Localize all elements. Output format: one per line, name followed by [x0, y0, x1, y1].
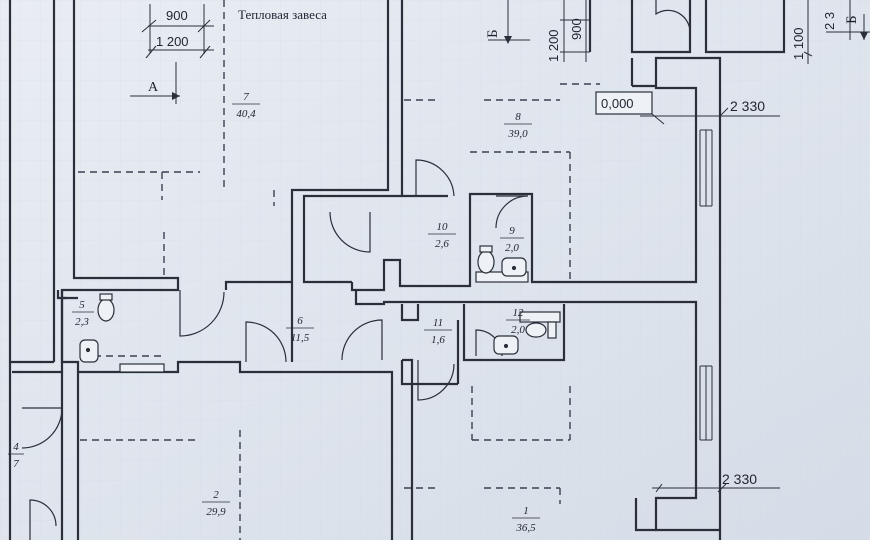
dim-1200: 1 200	[156, 34, 189, 49]
dim-1200-vertical: 1 200	[546, 29, 561, 62]
room-5-number: 5	[79, 299, 85, 311]
walls	[8, 0, 786, 540]
room-12: 12 2,0	[506, 307, 530, 336]
level-label: 0,000	[601, 96, 634, 111]
room-5: 5 2,3	[72, 299, 94, 328]
room-7-area: 40,4	[236, 108, 256, 120]
room-1-area: 36,5	[515, 522, 536, 534]
room-6: 6 11,5	[286, 315, 314, 344]
room-6-number: 6	[297, 315, 303, 327]
room-6-area: 11,5	[291, 332, 310, 344]
room-11-area: 1,6	[431, 334, 445, 346]
heat-curtain-label: Тепловая завеса	[238, 7, 327, 22]
room-9-area: 2,0	[505, 242, 519, 254]
dim-1100-vertical: 1 100	[791, 27, 806, 60]
section-b-label: Б	[485, 29, 501, 38]
section-a-label: А	[148, 80, 159, 95]
room-1-number: 1	[523, 505, 529, 517]
hidden-lines	[78, 0, 600, 540]
room-1: 1 36,5	[512, 505, 540, 534]
room-7: 7 40,4	[232, 91, 260, 120]
wc-fixtures	[79, 245, 561, 373]
room-2: 2 29,9	[202, 489, 230, 518]
room-11: 11 1,6	[424, 317, 452, 346]
room-5-area: 2,3	[75, 316, 89, 328]
room-7-number: 7	[243, 91, 249, 103]
room-12-number: 12	[513, 307, 525, 319]
room-4-number: 4	[13, 441, 19, 453]
section-arrow-b	[504, 36, 512, 44]
room-labels: 7 40,4 8 39,0 10 2,6 9 2,0 5 2,3 6 11,5	[8, 91, 540, 534]
section-arrow-b-right	[860, 32, 868, 40]
room-11-number: 11	[433, 317, 443, 329]
dimension-lines	[130, 0, 870, 493]
room-8: 8 39,0	[504, 111, 532, 140]
level-box	[595, 91, 653, 115]
room-12-area: 2,0	[511, 324, 525, 336]
room-10-area: 2,6	[435, 238, 449, 250]
section-b-right-label: Б	[844, 15, 860, 24]
room-9: 9 2,0	[500, 225, 524, 254]
room-2-area: 29,9	[206, 506, 226, 518]
room-8-number: 8	[515, 111, 521, 123]
room-8-area: 39,0	[507, 128, 528, 140]
room-10-number: 10	[437, 221, 449, 233]
room-9-number: 9	[509, 225, 515, 237]
level-right-bottom: 2 330	[722, 471, 757, 487]
level-right-top: 2 330	[730, 98, 765, 114]
section-arrow-a	[172, 92, 180, 100]
room-2-number: 2	[213, 489, 219, 501]
room-4: 4 7	[8, 441, 24, 470]
room-4-area: 7	[13, 458, 19, 470]
dim-900: 900	[166, 8, 188, 23]
edge-dim: 2 3	[822, 12, 837, 30]
right-window-glazing	[699, 129, 713, 441]
room-10: 10 2,6	[428, 221, 456, 250]
dim-900-vertical: 900	[569, 18, 584, 40]
